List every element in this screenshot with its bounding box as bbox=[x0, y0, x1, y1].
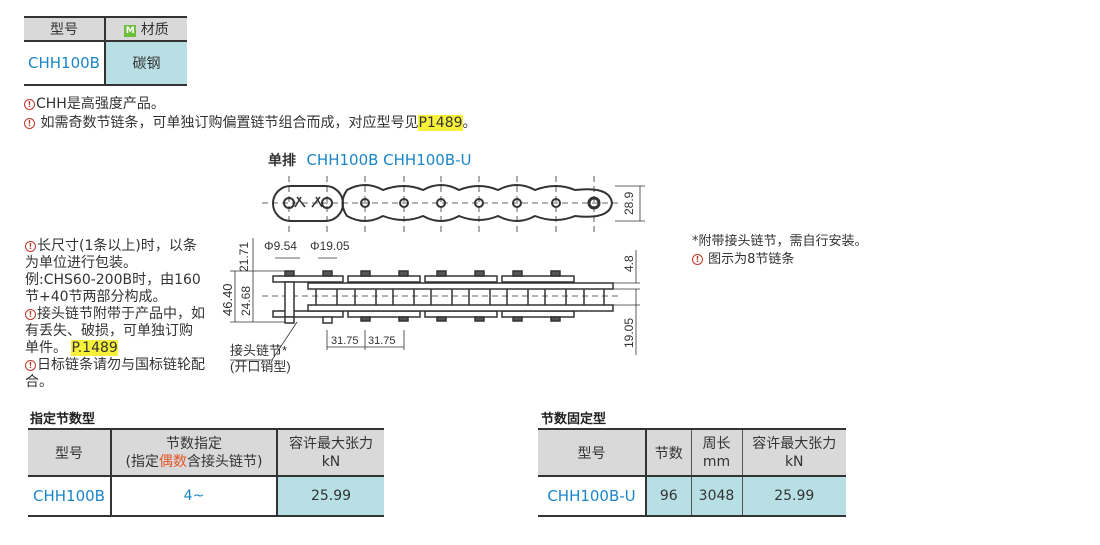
dim-pin-dia: Φ19.05 bbox=[310, 239, 350, 253]
warning-icon: ! bbox=[24, 99, 35, 110]
page-link[interactable]: P1489 bbox=[418, 115, 463, 131]
section-title-fixed: 节数固定型 bbox=[541, 412, 607, 427]
header-model: 型号 bbox=[538, 428, 647, 477]
joint-link-sublabel: (开口销型) bbox=[230, 359, 291, 374]
dim-4-8: 4.8 bbox=[622, 255, 636, 272]
material-table: 型号 M 材质 CHH100B 碳钢 bbox=[24, 16, 187, 86]
dim-19-05: 19.05 bbox=[622, 318, 636, 348]
chain-side-view bbox=[272, 270, 614, 324]
dim-roller-dia: Φ9.54 bbox=[264, 239, 297, 253]
warning-icon: ! bbox=[25, 309, 36, 320]
note-line: !CHH是高强度产品。 bbox=[24, 95, 477, 114]
header-links: 节数 bbox=[646, 428, 692, 477]
warning-icon: ! bbox=[692, 254, 703, 265]
tension-cell: 25.99 bbox=[742, 476, 846, 517]
header-model: 型号 bbox=[28, 428, 112, 477]
right-notes: *附带接头链节，需自行安装。 ! 图示为8节链条 bbox=[692, 234, 868, 267]
links-cell: 4~ bbox=[111, 476, 278, 517]
length-cell: 3048 bbox=[691, 476, 743, 517]
model-cell: CHH100B bbox=[24, 41, 106, 86]
warning-icon: ! bbox=[25, 360, 36, 371]
page-link[interactable]: P.1489 bbox=[71, 340, 118, 356]
drawing-title: 单排 CHH100B CHH100B-U bbox=[268, 151, 472, 169]
joint-link-label: 接头链节* bbox=[230, 343, 287, 358]
top-notes: !CHH是高强度产品。 ! 如需奇数节链条，可单独订购偏置链节组合而成，对应型号… bbox=[24, 95, 477, 133]
dim-pitch-2: 31.75 bbox=[368, 335, 396, 347]
warning-icon: ! bbox=[25, 241, 36, 252]
dim-46-40: 46.40 bbox=[220, 283, 235, 316]
dimension-lines bbox=[230, 185, 645, 361]
header-links: 节数指定(指定偶数含接头链节) bbox=[111, 428, 278, 477]
note-line: ! 如需奇数节链条，可单独订购偏置链节组合而成，对应型号见P1489。 bbox=[24, 114, 477, 133]
dim-height: 28.9 bbox=[622, 191, 636, 215]
material-cell: 碳钢 bbox=[105, 41, 187, 86]
left-notes: !长尺寸(1条以上)时，以条为单位进行包装。例:CHS60-200B时，由160… bbox=[25, 238, 205, 390]
warning-icon: ! bbox=[24, 118, 35, 129]
section-title-spec: 指定节数型 bbox=[30, 412, 96, 427]
center-lines bbox=[262, 176, 622, 297]
dim-pitch-1: 31.75 bbox=[331, 335, 359, 347]
material-badge-icon: M bbox=[124, 25, 137, 37]
dim-21-71: 21.71 bbox=[237, 242, 251, 272]
header-model: 型号 bbox=[24, 16, 106, 42]
tension-cell: 25.99 bbox=[277, 476, 384, 517]
header-material: M 材质 bbox=[105, 16, 187, 42]
dim-24-68: 24.68 bbox=[239, 286, 253, 316]
model-cell: CHH100B-U bbox=[538, 476, 647, 517]
model-cell: CHH100B bbox=[28, 476, 112, 517]
links-cell: 96 bbox=[646, 476, 692, 517]
